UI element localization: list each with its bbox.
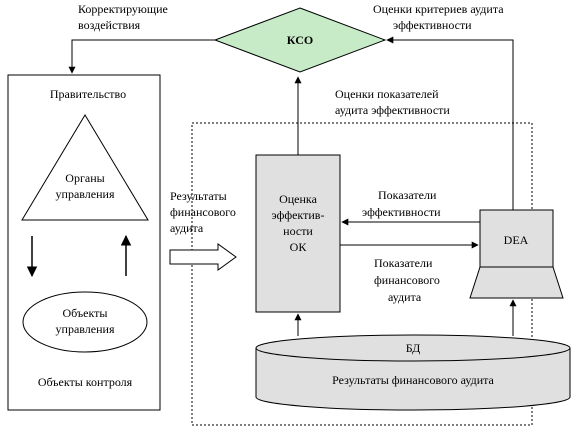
criteria-estimates-arrow <box>386 36 514 210</box>
results-label-3: аудита <box>170 221 204 235</box>
results-label-1: Результаты <box>170 189 227 203</box>
kso-label: КСО <box>287 33 313 47</box>
financial-label-3: аудита <box>388 290 422 304</box>
audit-subsystem-dotted-frame <box>191 122 533 426</box>
database-results-label: Результаты финансового аудита <box>332 373 494 387</box>
database-cylinder-body <box>255 348 571 411</box>
efficiency-evaluation-box <box>255 154 341 313</box>
kso-diamond <box>213 7 387 73</box>
financial-label-2: финансового <box>374 273 440 287</box>
managed-objects-label-2: управления <box>56 322 115 336</box>
results-input-hollow-arrow <box>169 243 237 271</box>
management-organs-label-2: управления <box>56 187 115 201</box>
indicators-label-2: аудита эффективности <box>335 103 450 117</box>
corrective-label-1: Корректирующие <box>78 2 168 16</box>
evaluation-label-2: эффектив- <box>272 208 325 222</box>
control-objects-label: Объекты контроля <box>38 375 133 389</box>
corrective-label-2: воздействия <box>78 18 141 32</box>
corrective-actions-arrow <box>68 39 215 74</box>
indicators-label-1: Оценки показателей <box>335 87 439 101</box>
evaluation-label-1: Оценка <box>279 192 317 206</box>
financial-label-1: Показатели <box>374 256 433 270</box>
criteria-label-1: Оценки критериев аудита <box>373 2 504 16</box>
database-cylinder-top <box>255 334 571 362</box>
database-label: БД <box>406 341 421 355</box>
management-organs-triangle <box>21 114 149 221</box>
managed-objects-label-1: Объекты <box>63 306 108 320</box>
evaluation-label-3: ности <box>283 224 313 238</box>
criteria-label-2: эффективности <box>393 18 472 32</box>
evaluation-label-4: ОК <box>290 240 308 254</box>
performance-label-2: эффективности <box>362 205 441 219</box>
performance-label-1: Показатели <box>378 188 437 202</box>
results-label-2: финансового <box>170 205 236 219</box>
dea-label: DEA <box>504 233 529 247</box>
managed-objects-ellipse <box>22 291 148 353</box>
government-label: Правительство <box>50 87 126 101</box>
management-organs-label-1: Органы <box>65 171 104 185</box>
dea-base-trapezoid <box>469 266 564 299</box>
